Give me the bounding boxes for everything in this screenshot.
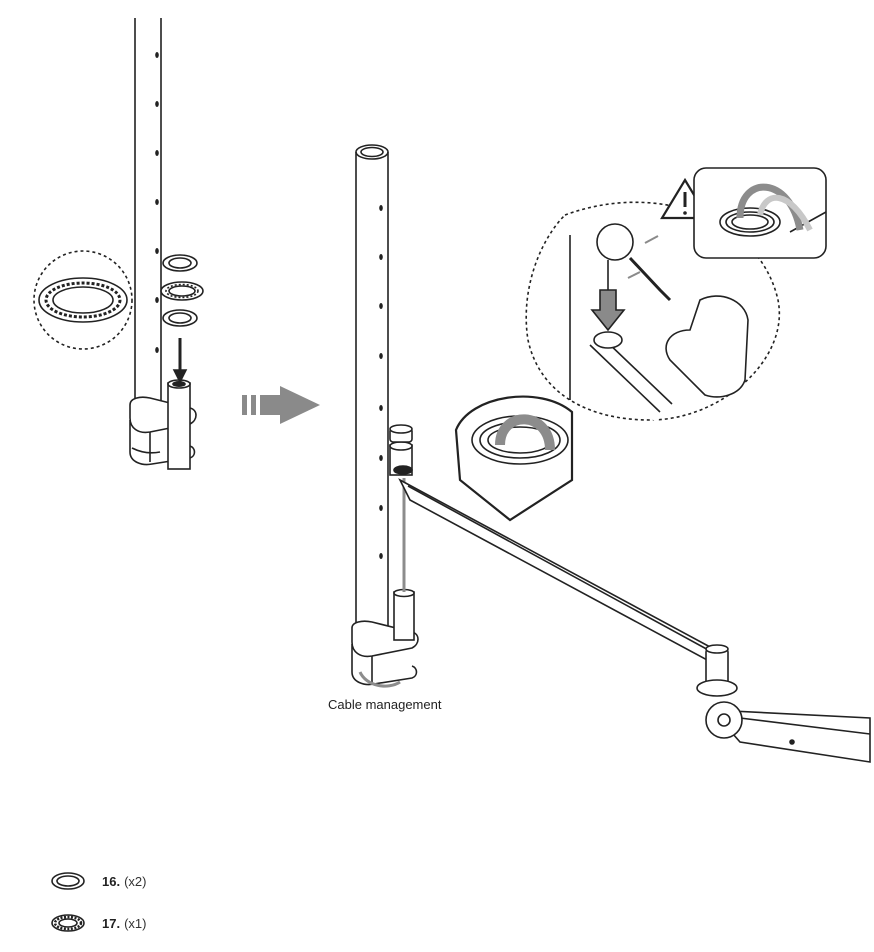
part-17-row: 17. (x1) — [50, 910, 146, 936]
cable-management-caption: Cable management — [328, 697, 442, 712]
part-number: 16. — [102, 873, 121, 889]
part-number: 17. — [102, 915, 121, 931]
part-quantity: (x2) — [124, 873, 147, 889]
part-quantity: (x1) — [124, 915, 147, 931]
left-pole-assembly — [33, 18, 204, 470]
plain-ring-icon — [51, 872, 85, 890]
serrated-ring-icon — [51, 914, 85, 932]
part-16-row: 16. (x2) — [50, 868, 146, 894]
right-pole-assembly — [351, 144, 871, 763]
parts-list: 16. (x2) 17. (x1) — [50, 868, 146, 952]
transition-arrow-icon — [242, 386, 320, 424]
ring-inset-box — [693, 167, 827, 259]
